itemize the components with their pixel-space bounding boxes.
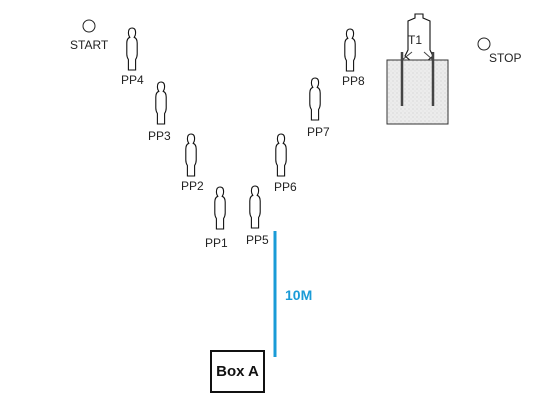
stop-label: STOP	[489, 51, 521, 65]
distance-label: 10M	[285, 287, 312, 303]
t1-brace-right	[423, 51, 434, 61]
target-pp4	[126, 27, 138, 71]
target-pp5-label: PP5	[246, 233, 269, 247]
target-pp3	[155, 81, 167, 125]
start-label: START	[70, 38, 109, 52]
target-pp6-label: PP6	[274, 180, 297, 194]
target-pp1-label: PP1	[205, 236, 228, 250]
target-pp1	[214, 186, 226, 230]
t1-cover-box	[386, 59, 449, 125]
start-marker	[82, 19, 96, 33]
box-a	[210, 350, 265, 393]
target-pp7	[309, 77, 321, 121]
box-a-label: Box A	[216, 363, 259, 380]
target-pp8-label: PP8	[342, 74, 365, 88]
stop-marker	[477, 37, 491, 51]
target-pp3-label: PP3	[148, 129, 171, 143]
target-t1-label: T1	[408, 33, 422, 47]
t1-brace-left	[401, 51, 413, 61]
target-pp2	[185, 133, 197, 177]
target-pp2-label: PP2	[181, 179, 204, 193]
target-pp6	[275, 133, 287, 177]
target-t1: T1	[386, 13, 449, 125]
target-pp8	[344, 28, 356, 72]
target-pp7-label: PP7	[307, 125, 330, 139]
target-pp5	[249, 185, 261, 229]
target-pp4-label: PP4	[121, 73, 144, 87]
